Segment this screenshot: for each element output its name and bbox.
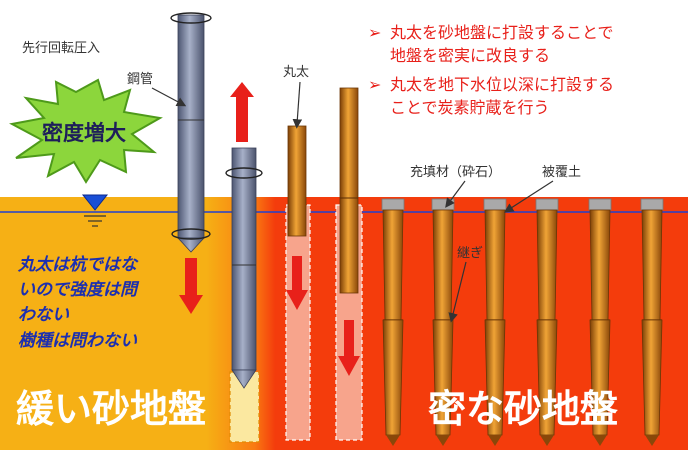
water-level-icon [81, 194, 109, 227]
gravel-cap [535, 198, 559, 211]
log-tip [645, 435, 659, 446]
steel-pipe-2 [225, 147, 263, 389]
installed-log [483, 198, 507, 446]
installed-log [431, 198, 455, 446]
label-density-increase: 密度増大 [42, 121, 126, 145]
log-tip [593, 435, 607, 446]
log-tip [436, 435, 450, 446]
label-steel-pipe: 鋼管 [127, 72, 153, 87]
log-driven-1 [287, 125, 307, 237]
note-block: 丸太は杭ではな いので強度は問 わない 樹種は問わない [17, 255, 140, 351]
label-log: 丸太 [283, 65, 309, 80]
log-upper [536, 209, 558, 321]
gravel-cap [381, 198, 405, 211]
down-arrow-log-1 [286, 256, 308, 310]
gravel-cap [640, 198, 664, 211]
bullet-1-line-1: 丸太を砂地盤に打設することで [390, 23, 614, 42]
installed-logs [381, 198, 664, 446]
installed-log [588, 198, 612, 446]
log-lower [641, 319, 663, 436]
note-line-1: 丸太は杭ではな [17, 255, 139, 275]
installed-log [381, 198, 405, 446]
up-arrow [230, 82, 254, 142]
bullet-list: ➢ 丸太を砂地盤に打設することで 地盤を密実に改良する ➢ 丸太を地下水位以深に… [368, 23, 614, 117]
label-filler: 充填材（砕石） [410, 164, 501, 180]
density-burst-shape [9, 78, 163, 184]
bullet-2-line-1: 丸太を地下水位以深に打設する [390, 75, 614, 94]
label-cover-soil: 被覆土 [542, 165, 581, 180]
note-line-4: 樹種は問わない [18, 331, 138, 351]
log-upper [589, 209, 611, 321]
log-upper [484, 209, 506, 321]
log-upper [641, 209, 663, 321]
note-line-2: いので強度は問 [18, 280, 140, 300]
leader-lines [151, 81, 554, 323]
gravel-cap [588, 198, 612, 211]
log-upper [382, 209, 404, 321]
installed-log [535, 198, 559, 446]
bullet-2-line-2: ことで炭素貯蔵を行う [390, 98, 550, 117]
log-tip [540, 435, 554, 446]
steel-pipe-1 [170, 12, 212, 253]
down-arrow-log-2 [338, 320, 360, 376]
compaction-zone-2 [285, 204, 311, 441]
bullet-1-line-2: 地盤を密実に改良する [390, 46, 550, 65]
bullet-1-marker: ➢ [368, 23, 381, 42]
ground-loose-label: 緩い砂地盤 [16, 387, 206, 431]
down-arrow-pipe [179, 258, 203, 314]
log-lower [382, 319, 404, 436]
red-arrows [179, 82, 360, 376]
installed-log [640, 198, 664, 446]
ground-dense-label: 密な砂地盤 [428, 387, 618, 431]
log-driven-2 [339, 87, 359, 294]
gravel-cap [483, 198, 507, 211]
log-upper [432, 209, 454, 321]
note-line-3: わない [18, 305, 70, 325]
bullet-2-marker: ➢ [368, 75, 381, 94]
label-pre-rotation: 先行回転圧入 [22, 41, 100, 56]
log-tip [386, 435, 400, 446]
label-joint: 継ぎ [457, 246, 483, 261]
log-tip [488, 435, 502, 446]
